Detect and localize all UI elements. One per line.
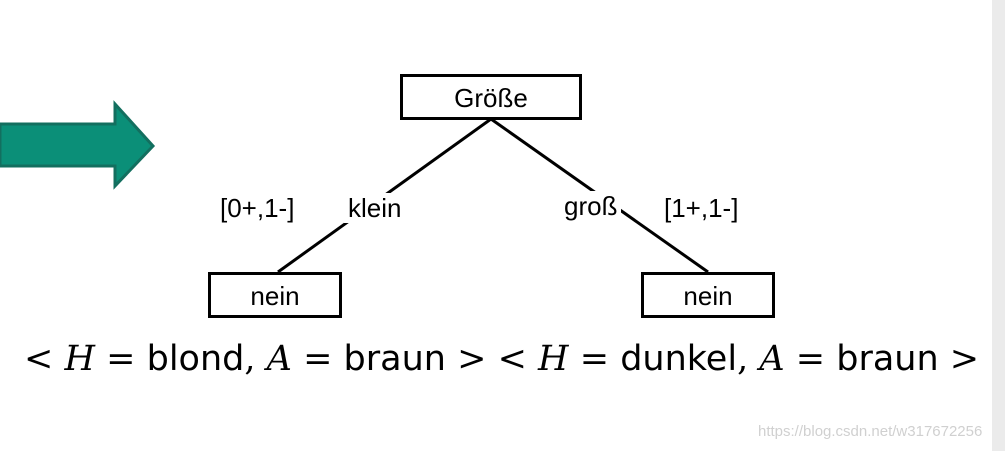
- formula-gt-1: >: [457, 339, 487, 379]
- formula-comma-1: ,: [244, 339, 256, 379]
- formula-var-a-2: A: [759, 339, 785, 379]
- formula-var-h-1: H: [64, 339, 95, 379]
- right-arrow-icon: [0, 100, 156, 190]
- formula-val-a-1: braun: [343, 339, 446, 379]
- example-formula: < H = blond, A = braun > < H = dunkel, A…: [24, 336, 984, 382]
- branch-count-left: [0+,1-]: [220, 193, 295, 223]
- formula-eq-2: =: [303, 339, 333, 379]
- branch-count-right: [1+,1-]: [664, 193, 739, 223]
- formula-lt-2: <: [497, 339, 527, 379]
- leaf-node-right: nein: [641, 272, 775, 318]
- formula-val-h-1: blond: [146, 339, 245, 379]
- formula-val-h-2: dunkel: [620, 339, 738, 379]
- formula-eq-3: =: [579, 339, 610, 379]
- formula-eq-4: =: [795, 339, 826, 379]
- branch-label-left: klein: [344, 193, 406, 223]
- root-node-label: Größe: [454, 82, 528, 113]
- watermark-text: https://blog.csdn.net/w317672256: [758, 423, 983, 440]
- formula-gt-2: >: [949, 339, 980, 379]
- formula-var-h-2: H: [538, 339, 569, 379]
- formula-var-a-1: A: [266, 339, 292, 379]
- formula-comma-2: ,: [737, 339, 749, 379]
- leaf-node-left: nein: [208, 272, 342, 318]
- root-node: Größe: [400, 74, 582, 120]
- leaf-node-right-label: nein: [683, 280, 733, 311]
- formula-lt-1: <: [24, 339, 54, 379]
- leaf-node-left-label: nein: [250, 280, 300, 311]
- right-edge-strip: [992, 0, 1005, 451]
- formula-val-a-2: braun: [836, 339, 939, 379]
- branch-label-right: groß: [560, 191, 622, 221]
- formula-eq-1: =: [106, 339, 136, 379]
